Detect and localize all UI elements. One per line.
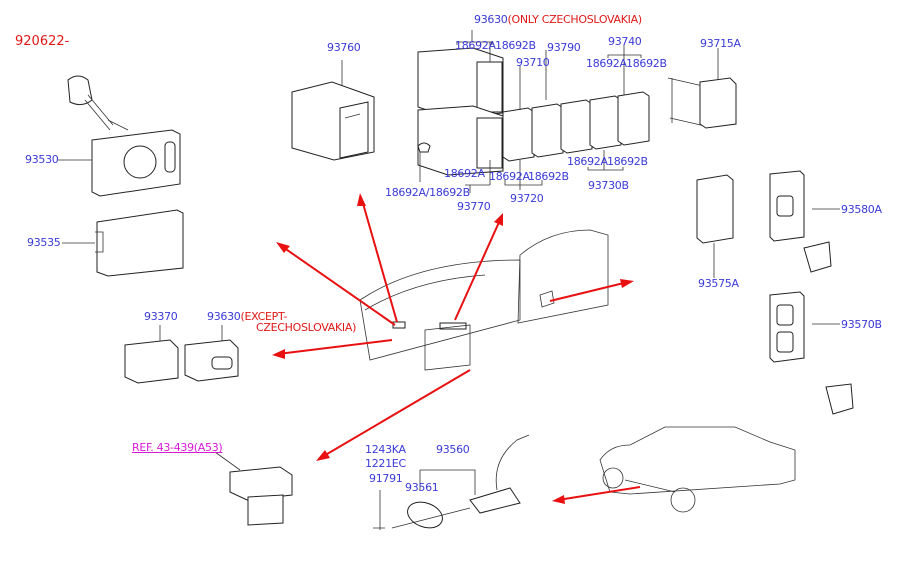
label-93730b: 93730B	[588, 179, 629, 192]
part-number: 93630	[474, 13, 508, 26]
label-91791: 91791	[369, 472, 403, 485]
part-93370-switch[interactable]	[124, 325, 179, 384]
label-93790: 93790	[547, 41, 581, 54]
vehicle-dashboard-illustration	[359, 229, 609, 371]
label-93760: 93760	[327, 41, 361, 54]
label-93561: 93561	[405, 481, 439, 494]
note-except: (EXCEPT-	[240, 310, 288, 323]
label-93720: 93720	[510, 192, 544, 205]
label-93575a: 93575A	[698, 277, 739, 290]
label-93730b-18692b: 18692B	[607, 155, 648, 168]
part-93630-switch[interactable]	[184, 325, 239, 382]
note-only-czechoslovakia: (ONLY CZECHOSLOVAKIA)	[507, 13, 643, 26]
part-93760-switch[interactable]	[291, 60, 375, 161]
label-93770-18692a: 18692A	[444, 167, 485, 180]
label-93630-18692b: 18692B	[495, 39, 536, 52]
label-93715a: 93715A	[700, 37, 741, 50]
label-93570b: 93570B	[841, 318, 882, 331]
label-93730b-18692a: 18692A	[567, 155, 608, 168]
part-ref-43-439-switch[interactable]	[214, 451, 293, 526]
note-czechoslovakia: CZECHOSLOVAKIA)	[256, 321, 357, 334]
label-93720-18692a: 18692A	[489, 170, 530, 183]
label-93710: 93710	[516, 56, 550, 69]
label-93740-18692b: 18692B	[626, 57, 667, 70]
vehicle-exterior-illustration	[599, 426, 796, 513]
label-1221ec: 1221EC	[365, 457, 406, 470]
label-93630-top: 93630(ONLY CZECHOSLOVAKIA)	[474, 14, 642, 26]
part-93630-cluster[interactable]	[417, 30, 650, 193]
part-93530-mirror-switch[interactable]	[58, 75, 181, 197]
label-1243ka: 1243KA	[365, 443, 406, 456]
reference-link-43-439[interactable]: REF. 43-439(A53)	[132, 441, 223, 454]
label-93535: 93535	[27, 236, 61, 249]
label-93770-18692a-b: 18692A/18692B	[385, 186, 470, 199]
part-93580a-window-switch[interactable]	[769, 170, 840, 273]
label-93630-18692a: 18692A	[455, 39, 496, 52]
label-93530: 93530	[25, 153, 59, 166]
location-arrows	[272, 193, 641, 504]
label-93370: 93370	[144, 310, 178, 323]
part-number: 93630	[207, 310, 241, 323]
label-93560: 93560	[436, 443, 470, 456]
label-93580a: 93580A	[841, 203, 882, 216]
part-93575a-blank[interactable]	[696, 174, 734, 278]
label-93720-18692b: 18692B	[528, 170, 569, 183]
part-93715a-blank[interactable]	[667, 48, 737, 129]
part-93570b-window-switch[interactable]	[769, 291, 854, 415]
label-93630-mid: 93630(EXCEPT-	[207, 311, 287, 323]
reference-date: 920622-	[15, 34, 70, 49]
part-93560-door-courtesy-lamp[interactable]	[373, 434, 530, 532]
label-93740-18692a: 18692A	[586, 57, 627, 70]
label-93740: 93740	[608, 35, 642, 48]
label-93770: 93770	[457, 200, 491, 213]
part-93535-blank-cover[interactable]	[62, 209, 184, 277]
